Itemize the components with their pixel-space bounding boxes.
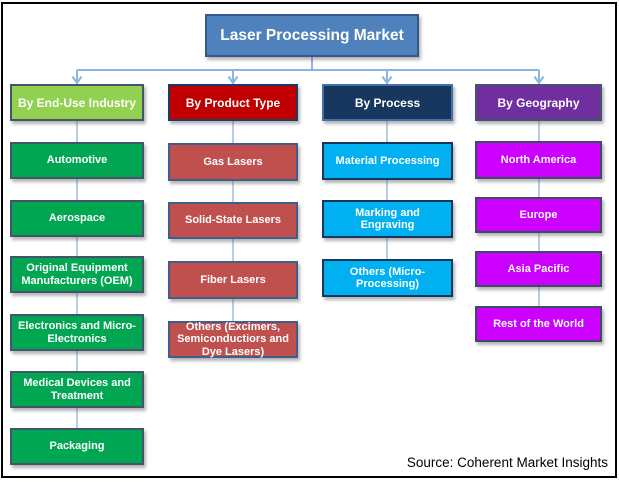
source-credit: Source: Coherent Market Insights xyxy=(406,455,608,470)
segment-other-processing: Others (Micro-Processing) xyxy=(322,259,453,297)
segment-europe: Europe xyxy=(475,197,602,233)
column-stems xyxy=(76,121,540,428)
segment-other-lasers: Others (Excimers, Semiconductiors and Dy… xyxy=(168,321,298,358)
segment-solid-state-lasers: Solid-State Lasers xyxy=(168,202,298,239)
segment-material-processing: Material Processing xyxy=(322,142,453,180)
segment-automotive: Automotive xyxy=(10,142,144,179)
segment-fiber-lasers: Fiber Lasers xyxy=(168,261,298,299)
column-header-product-type: By Product Type xyxy=(168,84,298,121)
segment-aerospace: Aerospace xyxy=(10,200,144,237)
segment-north-america: North America xyxy=(475,141,602,179)
segment-medical-devices: Medical Devices and Treatment xyxy=(10,371,144,408)
segment-gas-lasers: Gas Lasers xyxy=(168,143,298,181)
column-header-geography: By Geography xyxy=(475,84,602,121)
segment-asia-pacific: Asia Pacific xyxy=(475,251,602,287)
tree-connectors xyxy=(71,57,545,85)
segment-rest-of-world: Rest of the World xyxy=(475,306,602,342)
column-header-process: By Process xyxy=(322,84,453,121)
segment-oem: Original Equipment Manufacturers (OEM) xyxy=(10,256,144,293)
segment-packaging: Packaging xyxy=(10,428,144,465)
diagram-title-box: Laser Processing Market xyxy=(205,14,419,57)
segment-electronics: Electronics and Micro-Electronics xyxy=(10,314,144,351)
segment-marking-engraving: Marking and Engraving xyxy=(322,200,453,238)
column-header-end-use-industry: By End-Use Industry xyxy=(10,84,144,121)
